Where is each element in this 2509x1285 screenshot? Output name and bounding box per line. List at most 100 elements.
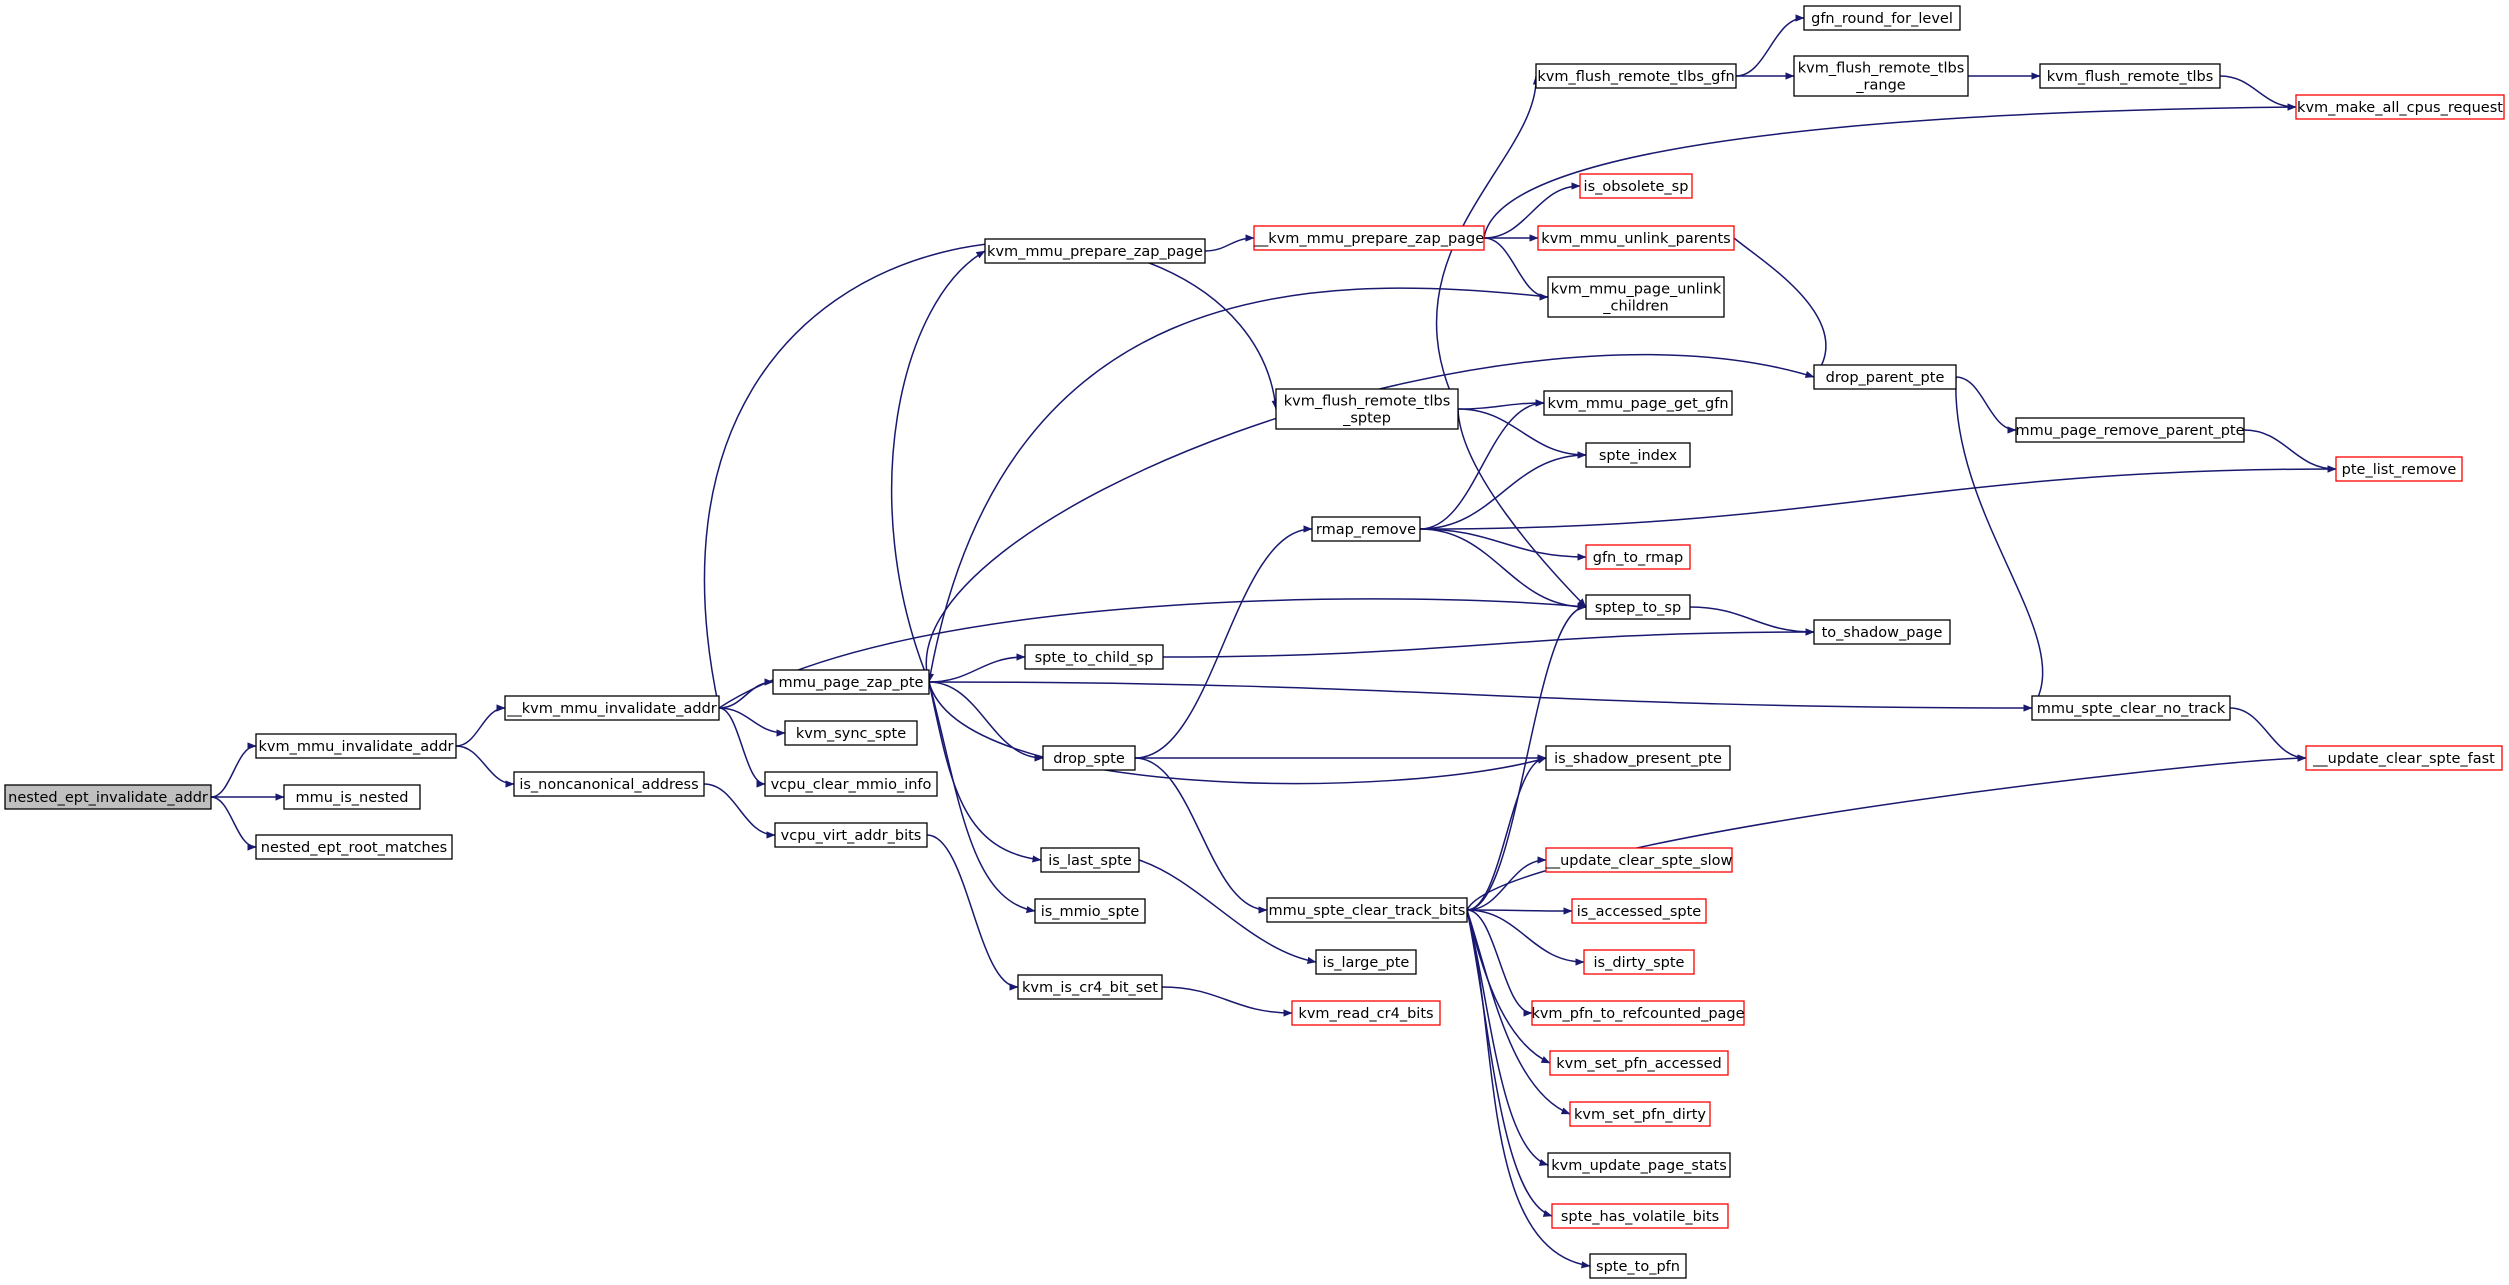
node-kvm-make-all-cpus-request[interactable]: kvm_make_all_cpus_request <box>2295 94 2505 120</box>
node-box[interactable] <box>1531 1000 1745 1026</box>
node-box[interactable] <box>255 733 457 759</box>
node-box[interactable] <box>513 771 705 797</box>
node-nested-ept-root-matches[interactable]: nested_ept_root_matches <box>255 834 453 860</box>
node-is-last-spte[interactable]: is_last_spte <box>1040 847 1140 873</box>
node-box[interactable] <box>2305 745 2503 771</box>
node-box[interactable] <box>1579 173 1693 199</box>
node-kvm-mmu-invalidate-addr[interactable]: __kvm_mmu_invalidate_addr <box>504 695 720 721</box>
node-box[interactable] <box>1803 5 1961 31</box>
node-update-clear-spte-fast[interactable]: __update_clear_spte_fast <box>2305 745 2503 771</box>
node-kvm-flush-remote-tlbs-gfn[interactable]: kvm_flush_remote_tlbs_gfn <box>1535 63 1737 89</box>
node-box[interactable] <box>1549 1050 1729 1076</box>
node-box[interactable] <box>1585 544 1691 570</box>
node-kvm-flush-remote-tlbs-range[interactable]: kvm_flush_remote_tlbs_range <box>1793 55 1969 97</box>
node-mmu-spte-clear-no-track[interactable]: mmu_spte_clear_no_track <box>2031 695 2231 721</box>
node-box[interactable] <box>2335 456 2463 482</box>
node-box[interactable] <box>1266 897 1468 923</box>
node-box[interactable] <box>1537 225 1735 251</box>
node-box[interactable] <box>1585 442 1691 468</box>
node-drop-spte[interactable]: drop_spte <box>1042 745 1136 771</box>
node-kvm-mmu-invalidate-addr[interactable]: kvm_mmu_invalidate_addr <box>255 733 457 759</box>
node-box[interactable] <box>1569 1101 1711 1127</box>
node-box[interactable] <box>1585 594 1691 620</box>
node-spte-index[interactable]: spte_index <box>1585 442 1691 468</box>
node-kvm-flush-remote-tlbs-sptep[interactable]: kvm_flush_remote_tlbs_sptep <box>1275 388 1459 430</box>
node-box[interactable] <box>1545 745 1731 771</box>
node-spte-to-pfn[interactable]: spte_to_pfn <box>1589 1253 1687 1279</box>
node-kvm-set-pfn-accessed[interactable]: kvm_set_pfn_accessed <box>1549 1050 1729 1076</box>
node-mmu-page-zap-pte[interactable]: mmu_page_zap_pte <box>772 669 930 695</box>
node-kvm-mmu-unlink-parents[interactable]: kvm_mmu_unlink_parents <box>1537 225 1735 251</box>
node-box[interactable] <box>2031 695 2231 721</box>
node-is-noncanonical-address[interactable]: is_noncanonical_address <box>513 771 705 797</box>
node-box[interactable] <box>1589 1253 1687 1279</box>
node-is-obsolete-sp[interactable]: is_obsolete_sp <box>1579 173 1693 199</box>
node-kvm-mmu-prepare-zap-page[interactable]: __kvm_mmu_prepare_zap_page <box>1253 225 1485 251</box>
node-mmu-spte-clear-track-bits[interactable]: mmu_spte_clear_track_bits <box>1266 897 1468 923</box>
node-kvm-flush-remote-tlbs[interactable]: kvm_flush_remote_tlbs <box>2039 63 2221 89</box>
node-update-clear-spte-slow[interactable]: __update_clear_spte_slow <box>1545 847 1733 873</box>
node-mmu-page-remove-parent-pte[interactable]: mmu_page_remove_parent_pte <box>2015 417 2245 443</box>
node-kvm-mmu-page-unlink-children[interactable]: kvm_mmu_page_unlink_children <box>1547 276 1725 318</box>
node-box[interactable] <box>1571 898 1707 924</box>
node-gfn-to-rmap[interactable]: gfn_to_rmap <box>1585 544 1691 570</box>
node-box[interactable] <box>504 695 720 721</box>
node-box[interactable] <box>2039 63 2221 89</box>
node-vcpu-virt-addr-bits[interactable]: vcpu_virt_addr_bits <box>774 822 928 848</box>
node-kvm-sync-spte[interactable]: kvm_sync_spte <box>784 720 918 746</box>
node-box[interactable] <box>2295 94 2505 120</box>
node-gfn-round-for-level[interactable]: gfn_round_for_level <box>1803 5 1961 31</box>
node-box[interactable] <box>255 834 453 860</box>
node-kvm-pfn-to-refcounted-page[interactable]: kvm_pfn_to_refcounted_page <box>1531 1000 1745 1026</box>
node-kvm-is-cr4-bit-set[interactable]: kvm_is_cr4_bit_set <box>1017 974 1163 1000</box>
node-nested-ept-invalidate-addr[interactable]: nested_ept_invalidate_addr <box>4 784 212 810</box>
node-kvm-read-cr4-bits[interactable]: kvm_read_cr4_bits <box>1291 1000 1441 1026</box>
node-kvm-set-pfn-dirty[interactable]: kvm_set_pfn_dirty <box>1569 1101 1711 1127</box>
node-is-dirty-spte[interactable]: is_dirty_spte <box>1583 949 1695 975</box>
node-box[interactable] <box>4 784 212 810</box>
node-kvm-update-page-stats[interactable]: kvm_update_page_stats <box>1547 1152 1731 1178</box>
node-box[interactable] <box>774 822 928 848</box>
node-box[interactable] <box>784 720 918 746</box>
node-is-accessed-spte[interactable]: is_accessed_spte <box>1571 898 1707 924</box>
node-spte-to-child-sp[interactable]: spte_to_child_sp <box>1024 644 1164 670</box>
node-box[interactable] <box>1034 898 1146 924</box>
node-box[interactable] <box>1291 1000 1441 1026</box>
node-box[interactable] <box>1311 516 1421 542</box>
node-to-shadow-page[interactable]: to_shadow_page <box>1813 619 1951 645</box>
node-box[interactable] <box>1040 847 1140 873</box>
node-box[interactable] <box>1017 974 1163 1000</box>
node-box[interactable] <box>283 784 421 810</box>
node-box[interactable] <box>2015 417 2245 443</box>
node-is-mmio-spte[interactable]: is_mmio_spte <box>1034 898 1146 924</box>
node-box[interactable] <box>1275 388 1459 430</box>
node-box[interactable] <box>1543 390 1733 416</box>
node-spte-has-volatile-bits[interactable]: spte_has_volatile_bits <box>1551 1203 1729 1229</box>
node-is-large-pte[interactable]: is_large_pte <box>1315 949 1417 975</box>
node-kvm-mmu-page-get-gfn[interactable]: kvm_mmu_page_get_gfn <box>1543 390 1733 416</box>
node-box[interactable] <box>1547 276 1725 318</box>
node-sptep-to-sp[interactable]: sptep_to_sp <box>1585 594 1691 620</box>
node-box[interactable] <box>1583 949 1695 975</box>
node-box[interactable] <box>772 669 930 695</box>
node-box[interactable] <box>984 238 1206 264</box>
node-is-shadow-present-pte[interactable]: is_shadow_present_pte <box>1545 745 1731 771</box>
node-kvm-mmu-prepare-zap-page[interactable]: kvm_mmu_prepare_zap_page <box>984 238 1206 264</box>
node-box[interactable] <box>1315 949 1417 975</box>
node-vcpu-clear-mmio-info[interactable]: vcpu_clear_mmio_info <box>764 771 938 797</box>
node-box[interactable] <box>1813 364 1957 390</box>
node-mmu-is-nested[interactable]: mmu_is_nested <box>283 784 421 810</box>
node-box[interactable] <box>1551 1203 1729 1229</box>
node-box[interactable] <box>1547 1152 1731 1178</box>
node-drop-parent-pte[interactable]: drop_parent_pte <box>1813 364 1957 390</box>
node-box[interactable] <box>764 771 938 797</box>
node-box[interactable] <box>1535 63 1737 89</box>
node-box[interactable] <box>1042 745 1136 771</box>
node-box[interactable] <box>1253 225 1485 251</box>
node-box[interactable] <box>1793 55 1969 97</box>
node-box[interactable] <box>1545 847 1733 873</box>
node-rmap-remove[interactable]: rmap_remove <box>1311 516 1421 542</box>
node-box[interactable] <box>1024 644 1164 670</box>
node-box[interactable] <box>1813 619 1951 645</box>
node-pte-list-remove[interactable]: pte_list_remove <box>2335 456 2463 482</box>
